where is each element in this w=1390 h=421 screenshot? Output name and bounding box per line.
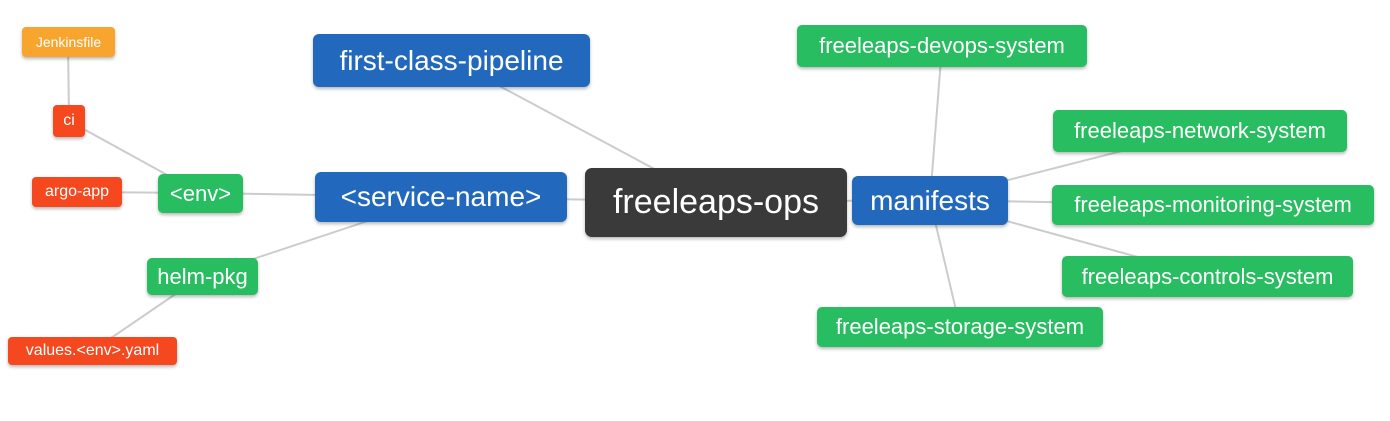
edge-manifests-devops (929, 45, 943, 201)
node-service-name[interactable]: <service-name> (315, 172, 567, 222)
node-argo-app[interactable]: argo-app (32, 177, 122, 207)
node-ci[interactable]: ci (53, 105, 85, 137)
node-storage-system[interactable]: freeleaps-storage-system (817, 307, 1103, 347)
node-jenkinsfile[interactable]: Jenkinsfile (22, 27, 115, 57)
node-helm-pkg[interactable]: helm-pkg (147, 258, 258, 295)
node-env[interactable]: <env> (158, 174, 243, 213)
node-freeleaps-ops-root[interactable]: freeleaps-ops (585, 168, 847, 237)
node-values-env-yaml[interactable]: values.<env>.yaml (8, 337, 177, 365)
node-monitoring-system[interactable]: freeleaps-monitoring-system (1052, 185, 1374, 225)
node-devops-system[interactable]: freeleaps-devops-system (797, 25, 1087, 67)
node-manifests[interactable]: manifests (852, 176, 1008, 225)
node-first-class-pipeline[interactable]: first-class-pipeline (313, 34, 590, 87)
node-network-system[interactable]: freeleaps-network-system (1053, 110, 1347, 152)
node-controls-system[interactable]: freeleaps-controls-system (1062, 256, 1353, 297)
